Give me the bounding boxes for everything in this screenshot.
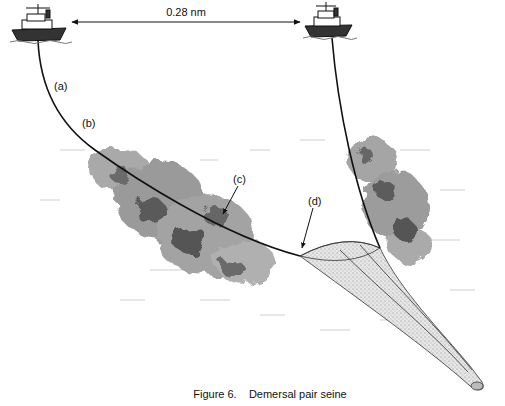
- sand-cloud: [90, 148, 275, 284]
- callout-letter: (b): [80, 117, 97, 129]
- callout-letter: (a): [52, 80, 69, 92]
- net-lines: [300, 242, 472, 372]
- net-body: [300, 242, 483, 390]
- distance-arrow: [72, 22, 300, 23]
- figure-caption: Figure 6. Demersal pair seine: [193, 388, 346, 400]
- warp: [38, 40, 300, 256]
- codend: [471, 382, 483, 390]
- leader-line: [302, 208, 313, 248]
- callout-letter: (d): [306, 195, 323, 207]
- warp: [332, 38, 380, 248]
- leader-line: [223, 186, 238, 214]
- boat: [10, 4, 72, 44]
- distance-label: 0.28 nm: [164, 6, 208, 18]
- boat: [303, 2, 357, 40]
- callout-letter: (c): [231, 173, 248, 185]
